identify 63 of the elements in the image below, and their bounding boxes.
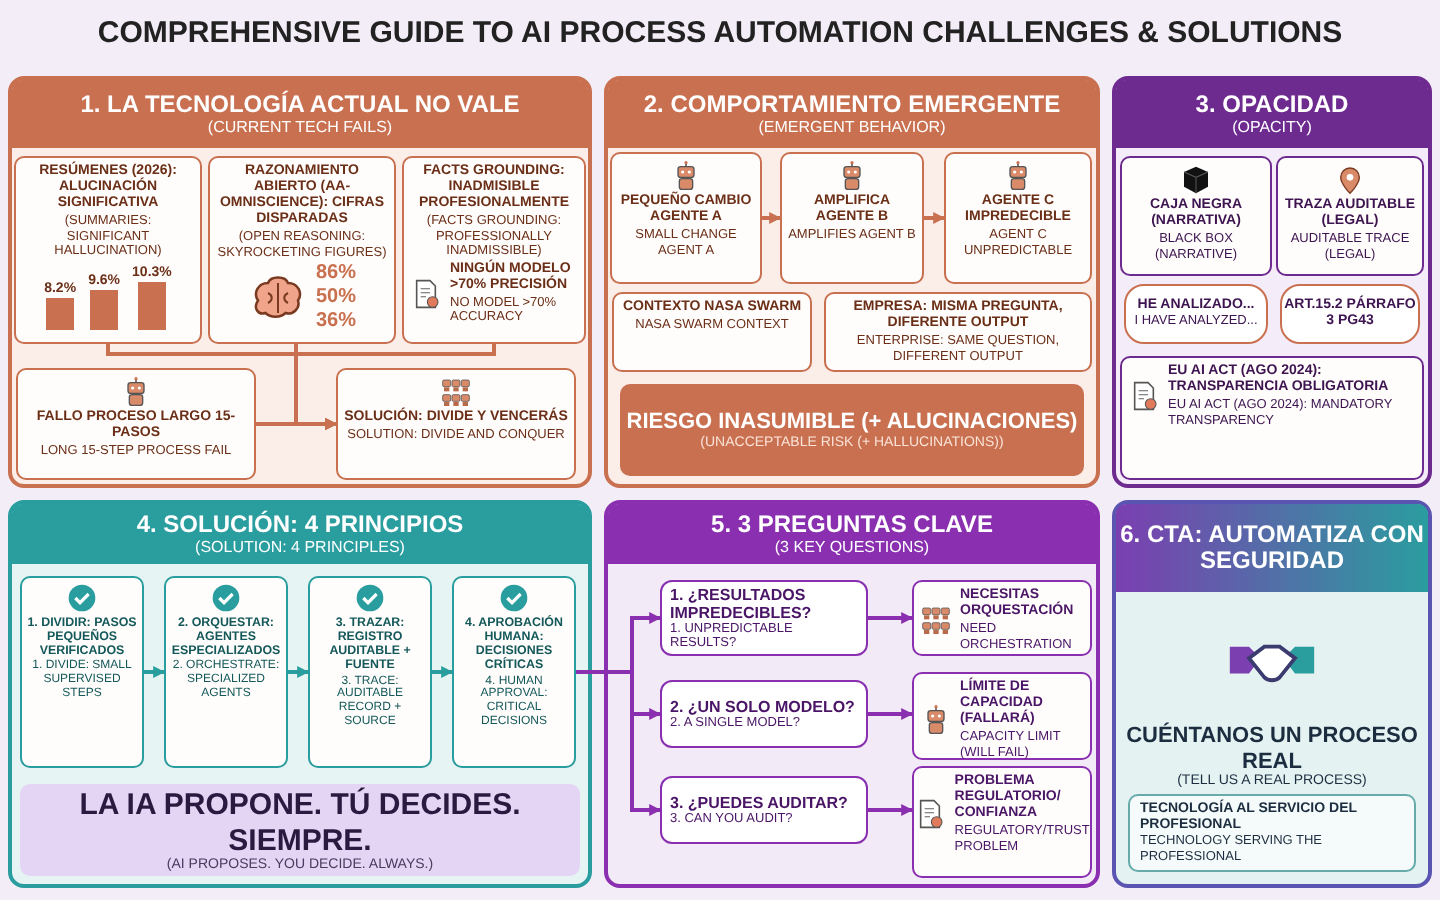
question-card: [660, 580, 868, 656]
section-title: 3. OPACIDAD: [1195, 91, 1349, 118]
section-panel: [1112, 76, 1432, 488]
question-text: 1. ¿RESULTADOS IMPREDECIBLES?: [670, 585, 814, 623]
info-card: [1276, 156, 1424, 276]
speech-bubble: [1280, 284, 1420, 344]
info-card: [14, 156, 202, 344]
question-card: [660, 680, 868, 748]
section-subtitle: (3 KEY QUESTIONS): [774, 537, 930, 557]
cta-panel: [1112, 500, 1432, 888]
info-card: [610, 152, 762, 284]
arrow: [762, 212, 782, 224]
info-card: [164, 576, 288, 768]
percentage-value: 86%: [315, 262, 356, 285]
info-card: [402, 156, 586, 344]
info-card: [912, 672, 1092, 760]
section-title: 5. 3 PREGUNTAS CLAVE: [711, 511, 993, 538]
arrow: [868, 612, 914, 624]
banner: [20, 784, 580, 876]
speech-bubble: [1124, 284, 1268, 344]
section-subtitle: (OPACITY): [1232, 117, 1312, 137]
arrow: [868, 708, 914, 720]
info-card: [824, 292, 1092, 372]
section-title: 2. COMPORTAMIENTO EMERGENTE: [643, 91, 1061, 118]
section-subtitle: (SOLUTION: 4 PRINCIPLES): [195, 537, 405, 557]
question-card: [660, 776, 868, 844]
diagram-title: COMPREHENSIVE GUIDE TO AI PROCESS AUTOMATION CHALLENGES & SOLUTIONS: [95, 16, 1345, 50]
section-subtitle: (CURRENT TECH FAILS): [207, 117, 393, 137]
section-panel: [604, 76, 1100, 488]
info-card: [944, 152, 1092, 284]
section-panel: [604, 500, 1100, 888]
question-text: 2. ¿UN SOLO MODELO?: [670, 697, 857, 717]
info-card: [612, 292, 812, 372]
info-card: [308, 576, 432, 768]
section-panel: [8, 500, 592, 888]
section-subtitle: (EMERGENT BEHAVIOR): [758, 117, 946, 137]
question-text: 3. ¿PUEDES AUDITAR?: [670, 793, 850, 813]
info-card: [780, 152, 924, 284]
section-title: 4. SOLUCIÓN: 4 PRINCIPIOS: [136, 511, 464, 538]
percentage-value: 36%: [315, 310, 356, 333]
info-card: [1120, 156, 1272, 276]
info-card: [20, 576, 144, 768]
info-card: [336, 368, 576, 480]
banner-title: LA IA PROPONE. TÚ DECIDES. SIEMPRE.: [77, 788, 523, 857]
section-title: 6. CTA: AUTOMATIZA CON SEGURIDAD: [1118, 521, 1426, 575]
info-card: [208, 156, 396, 344]
info-card: [912, 580, 1092, 656]
arrow: [256, 418, 338, 430]
info-card: [1120, 356, 1424, 480]
arrow: [432, 666, 454, 678]
banner: [620, 384, 1084, 476]
arrow: [288, 666, 310, 678]
arrow: [144, 666, 166, 678]
section-title: 1. LA TECNOLOGÍA ACTUAL NO VALE: [80, 91, 520, 118]
percentage-value: 50%: [315, 286, 356, 309]
info-card: [912, 766, 1092, 878]
info-card: [452, 576, 576, 768]
info-card: [16, 368, 256, 480]
arrow: [924, 212, 946, 224]
banner-title: RIESGO INASUMIBLE (+ ALUCINACIONES): [626, 410, 1078, 435]
section-panel: [8, 76, 592, 488]
cta-heading: CUÉNTANOS UN PROCESO REAL: [1124, 724, 1420, 774]
arrow: [868, 804, 914, 816]
